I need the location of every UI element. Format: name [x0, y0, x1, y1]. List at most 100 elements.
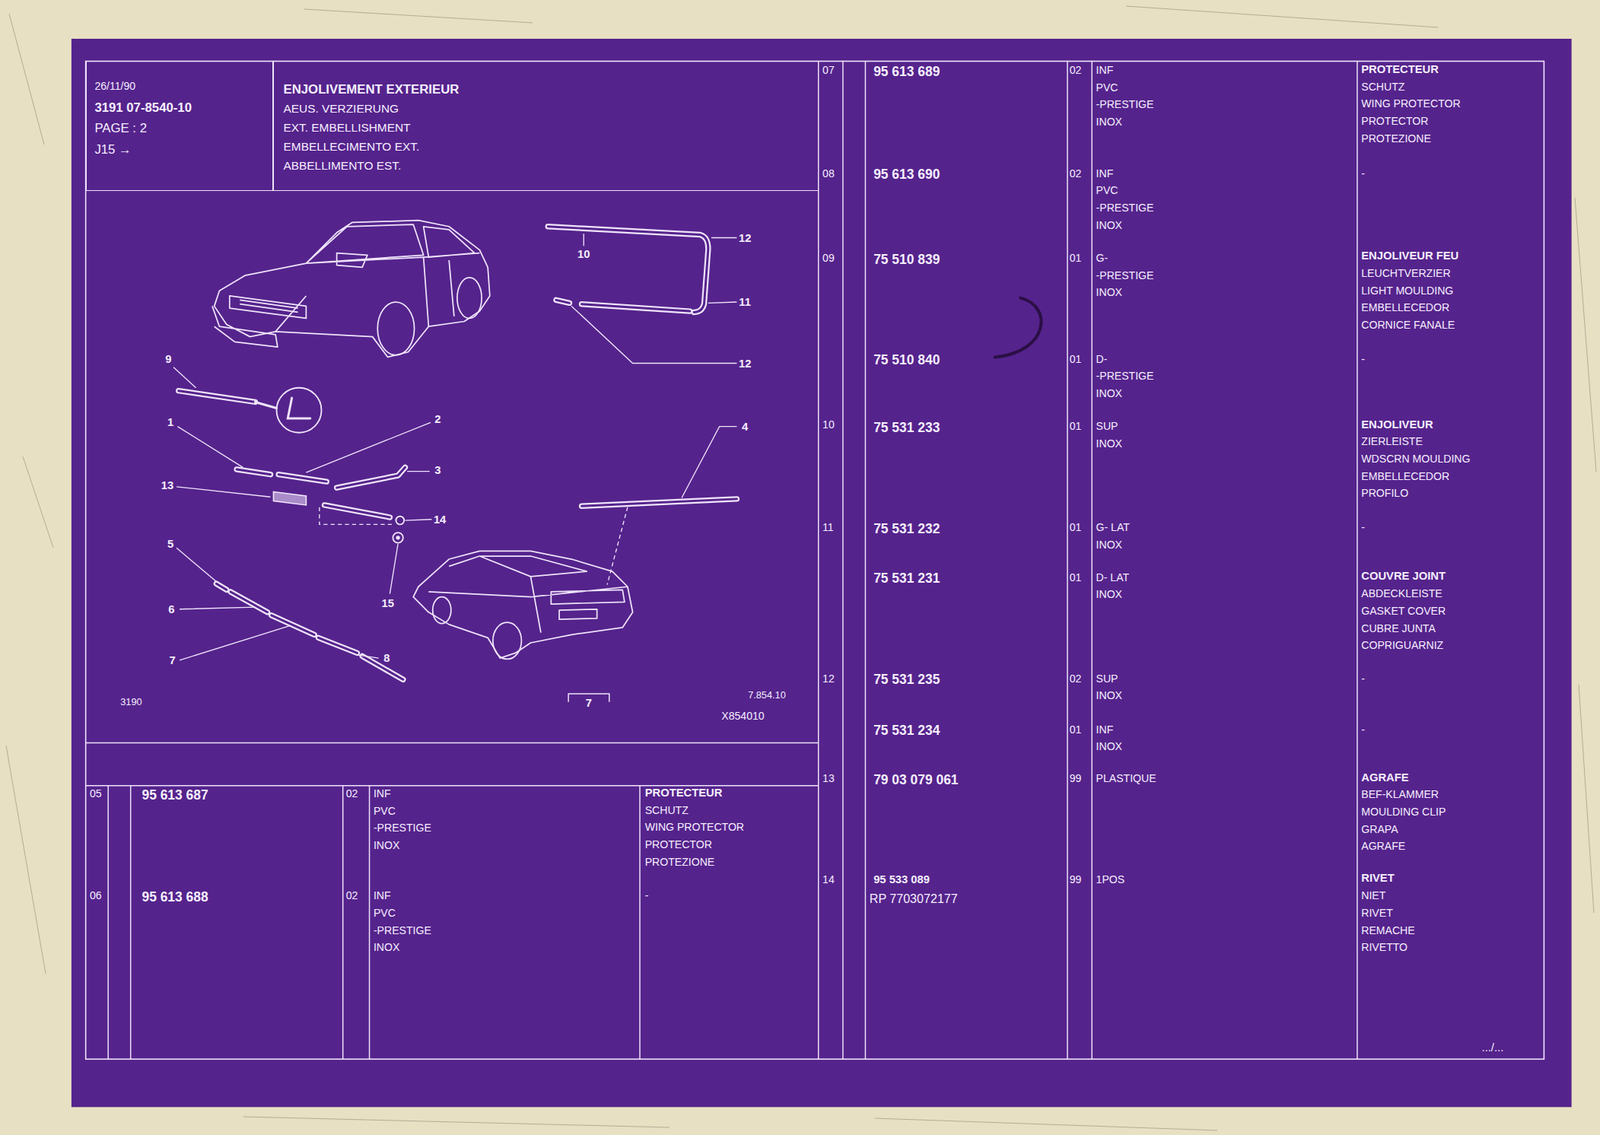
pen-mark — [995, 298, 1042, 358]
box-heading: 26/11/90 — [94, 76, 273, 98]
fiche-panel — [71, 38, 1572, 1107]
description-text: INF — [373, 787, 392, 800]
description-text: PVC — [1096, 81, 1119, 94]
quantity: 01 — [1069, 723, 1082, 736]
callout-number: 4 — [741, 419, 748, 433]
quantity: 01 — [1069, 251, 1082, 265]
description-text: D- LAT — [1096, 571, 1130, 584]
part-number: 75 531 235 — [873, 671, 940, 688]
car-front-view — [212, 220, 490, 358]
description-text: WDSCRN MOULDING — [1361, 452, 1470, 465]
part-name: COUVRE JOINT — [1361, 569, 1446, 583]
drawing-reference: X854010 — [721, 709, 764, 723]
part-name: RIVET — [1361, 871, 1394, 885]
description-text: - — [1361, 353, 1365, 366]
description-text: INOX — [1096, 689, 1123, 702]
description-text: COPRIGUARNIZ — [1361, 639, 1444, 652]
description-text: PLASTIQUE — [1096, 772, 1157, 785]
box-text: EMBELLECIMENTO EXT. — [283, 136, 818, 156]
description-text: PVC — [373, 906, 396, 920]
callout-number: 13 — [161, 479, 174, 493]
replacement-number: RP 7703072177 — [869, 891, 958, 907]
callout-number: 7 — [585, 696, 592, 710]
callout-number: 12 — [738, 356, 751, 370]
detail-profile — [254, 397, 310, 419]
callout-number: 6 — [168, 602, 175, 616]
table-grid — [85, 60, 1358, 1060]
quantity: 01 — [1069, 353, 1082, 366]
description-text: RIVETTO — [1361, 941, 1408, 954]
box-text: J15 → — [94, 139, 273, 161]
description-text: 1POS — [1096, 873, 1126, 886]
box-heading: ENJOLIVEMENT EXTERIEUR — [283, 79, 818, 99]
part-name: AGRAFE — [1361, 771, 1409, 785]
part-name: ENJOLIVEUR FEU — [1361, 249, 1459, 263]
rivet-symbol — [395, 535, 400, 540]
car-wheel — [493, 622, 522, 659]
film-scratches — [6, 6, 1597, 1131]
description-text: EMBELLECEDOR — [1361, 301, 1450, 314]
quantity: 99 — [1069, 772, 1082, 785]
item-number: 09 — [822, 251, 835, 265]
description-text: SCHUTZ — [1361, 80, 1405, 93]
callout-number: 10 — [577, 247, 590, 261]
part-number: 75 531 231 — [873, 570, 940, 586]
callout-number: 14 — [433, 512, 446, 526]
drawing-reference: 3190 — [120, 696, 142, 709]
description-text: G- LAT — [1096, 521, 1130, 534]
description-text: PVC — [1096, 184, 1119, 197]
rivet-symbol — [392, 532, 403, 543]
description-text: INOX — [1096, 115, 1123, 128]
quantity: 02 — [346, 889, 359, 902]
description-text: -PRESTIGE — [1096, 369, 1155, 382]
description-text: INF — [1096, 167, 1114, 180]
car-wheel — [457, 277, 482, 319]
part-name: PROTECTEUR — [1361, 63, 1439, 77]
box-text: EXT. EMBELLISHMENT — [283, 117, 818, 137]
description-text: -PRESTIGE — [373, 924, 432, 937]
dashed-fit-lines — [319, 507, 628, 586]
box-text: 3191 07-8540-10 — [94, 97, 273, 119]
continuation-mark: .../... — [1482, 1041, 1505, 1055]
description-text: EMBELLECEDOR — [1361, 470, 1450, 483]
car-rear-view — [413, 550, 633, 659]
description-text: INOX — [1096, 286, 1123, 299]
callout-number: 11 — [738, 295, 751, 309]
quantity: 99 — [1069, 873, 1082, 886]
description-text: BEF-KLAMMER — [1361, 788, 1439, 801]
part-number: 75 510 839 — [873, 251, 940, 268]
description-text: PVC — [373, 804, 396, 818]
description-text: AGRAFE — [1361, 839, 1406, 853]
item-number: 05 — [89, 787, 102, 800]
item-number: 06 — [89, 889, 102, 902]
table-frame — [85, 60, 1545, 1060]
description-text: INOX — [1096, 437, 1123, 450]
description-text: SCHUTZ — [645, 804, 689, 817]
description-text: -PRESTIGE — [1096, 269, 1155, 282]
part-number: 75 531 232 — [873, 521, 940, 537]
quantity: 02 — [346, 787, 359, 800]
callout-number: 1 — [167, 416, 174, 430]
description-text: INOX — [373, 839, 400, 852]
description-text: MOULDING CLIP — [1361, 805, 1446, 818]
part-number: 95 613 689 — [873, 63, 940, 80]
description-text: SUP — [1096, 419, 1119, 433]
moulding-clip — [273, 492, 306, 506]
callout-number: 2 — [434, 413, 441, 427]
title-box: ENJOLIVEMENT EXTERIEURAEUS. VERZIERUNGEX… — [273, 60, 818, 191]
description-text: PROTEZIONE — [1361, 132, 1432, 145]
quantity: 01 — [1069, 571, 1082, 584]
box-text: AEUS. VERZIERUNG — [283, 98, 818, 118]
description-text: GRAPA — [1361, 823, 1398, 836]
item-number: 13 — [822, 772, 835, 785]
item-number: 11 — [822, 521, 834, 534]
description-text: INF — [373, 889, 392, 902]
description-text: PROFILO — [1361, 486, 1409, 500]
description-text: INOX — [1096, 538, 1123, 551]
description-text: PROTECTOR — [645, 838, 713, 851]
description-text: SUP — [1096, 672, 1119, 685]
